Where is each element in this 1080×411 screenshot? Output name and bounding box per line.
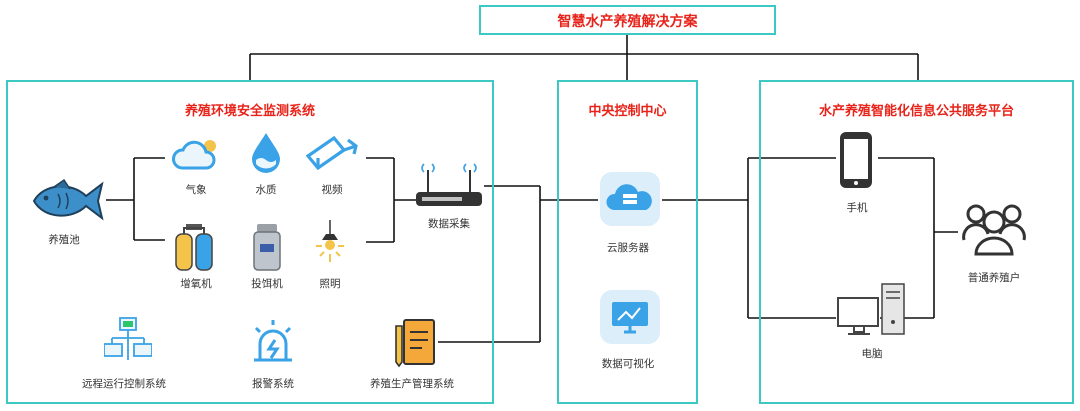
label-video: 视频 (321, 184, 343, 196)
label-water-quality: 水质 (255, 184, 277, 196)
platform-panel (759, 80, 1074, 404)
fish-icon (32, 178, 104, 221)
oxygen-tank-icon (175, 224, 213, 271)
label-computer: 电脑 (861, 348, 883, 360)
monitor-icon (600, 290, 660, 344)
computer-icon (837, 283, 905, 335)
cloud-server-icon (600, 172, 660, 226)
label-phone: 手机 (846, 202, 868, 214)
title-box (479, 5, 776, 35)
pond-label: 养殖池 (48, 234, 80, 246)
label-lighting: 照明 (319, 278, 341, 290)
network-control-icon (104, 317, 152, 360)
monitoring-title: 养殖环境安全监测系统 (184, 104, 315, 119)
diagram-title: 智慧水产养殖解决方案 (557, 14, 698, 30)
label-weather: 气象 (185, 184, 207, 196)
label-remote-control: 远程运行控制系统 (82, 378, 166, 390)
water-drop-icon (252, 133, 280, 173)
label-aerator: 增氧机 (180, 278, 212, 290)
users-icon (962, 204, 1026, 256)
label-cloud-server: 云服务器 (607, 242, 649, 254)
lamp-icon (316, 220, 344, 262)
label-alarm: 报警系统 (252, 378, 294, 390)
center-panel (557, 80, 698, 404)
cloud-weather-icon (172, 140, 216, 170)
platform-title: 水产养殖智能化信息公共服务平台 (818, 104, 1014, 119)
alarm-icon (254, 320, 292, 362)
camera-icon (305, 135, 358, 171)
center-title: 中央控制中心 (588, 104, 667, 119)
label-ordinary-farmer: 普通养殖户 (967, 272, 1021, 284)
monitoring-panel (6, 80, 494, 404)
label-feeder: 投饵机 (251, 278, 283, 290)
feeder-icon (253, 224, 281, 271)
label-data-collector: 数据采集 (428, 218, 470, 230)
label-production-management: 养殖生产管理系统 (370, 378, 454, 390)
phone-icon (840, 132, 872, 188)
label-data-visualization: 数据可视化 (601, 358, 655, 370)
notebook-icon (395, 319, 435, 368)
router-icon (416, 163, 482, 206)
